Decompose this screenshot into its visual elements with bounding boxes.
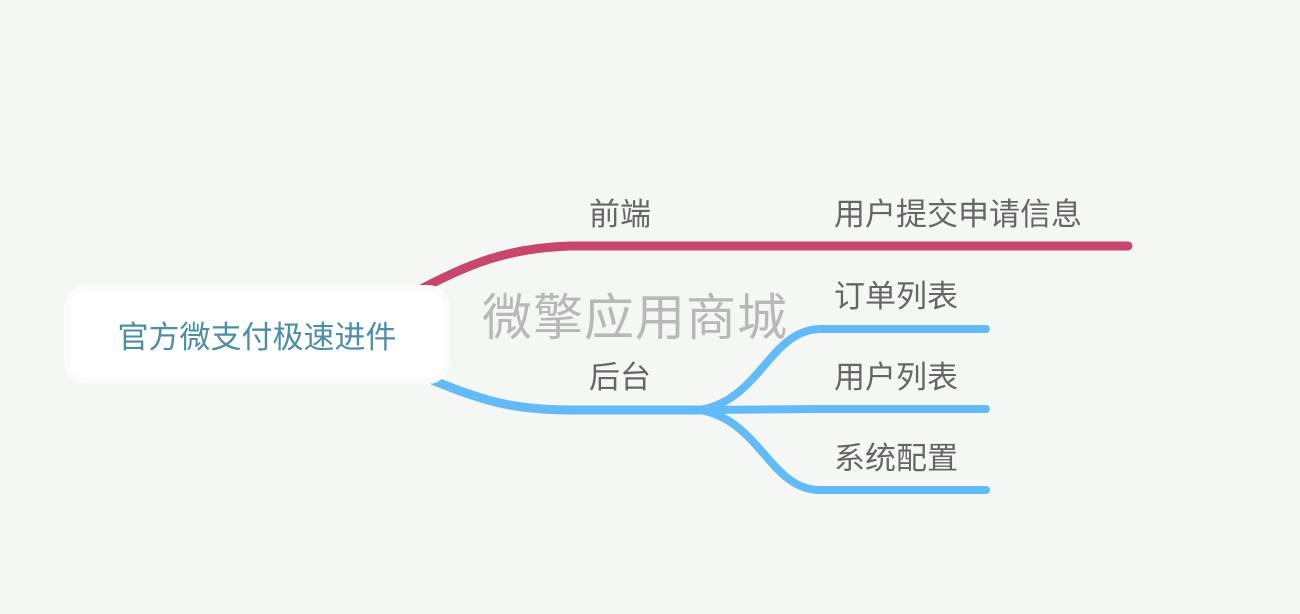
child-line-system-config xyxy=(696,406,990,494)
root-node[interactable]: 官方微支付极速进件 xyxy=(70,291,444,378)
node-system-config[interactable]: 系统配置 xyxy=(834,441,958,477)
root-node-label: 官方微支付极速进件 xyxy=(117,320,397,356)
child-line-user-list xyxy=(696,405,990,414)
child-line-order-list xyxy=(696,325,990,414)
branch-line-backend xyxy=(415,370,705,415)
branch-line-frontend xyxy=(405,241,1133,300)
node-user-submit-info[interactable]: 用户提交申请信息 xyxy=(834,197,1082,233)
node-user-list[interactable]: 用户列表 xyxy=(834,360,958,396)
watermark: 微擎应用商城 xyxy=(482,289,788,347)
node-order-list[interactable]: 订单列表 xyxy=(834,279,958,315)
node-backend[interactable]: 后台 xyxy=(589,360,651,396)
node-frontend[interactable]: 前端 xyxy=(589,197,651,233)
